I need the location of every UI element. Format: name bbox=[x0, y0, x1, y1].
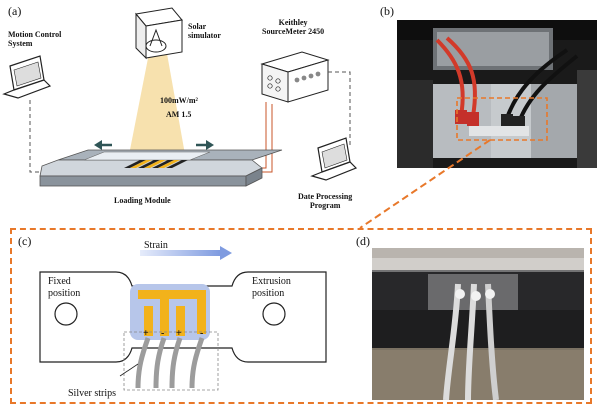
photo-loading-module bbox=[397, 20, 597, 168]
top-electrode bbox=[138, 290, 206, 299]
silver-strip-2 bbox=[153, 337, 167, 389]
detail-frame bbox=[10, 228, 592, 404]
loading-stage bbox=[39, 149, 283, 187]
laptop-icon-left bbox=[2, 55, 52, 99]
zoom-highlight-box bbox=[456, 97, 548, 141]
silver-strips-label: Silver strips bbox=[68, 388, 117, 399]
solar-simulator-icon bbox=[135, 7, 183, 60]
hole-left bbox=[54, 302, 78, 326]
extrusion-position-label: Extrusion position bbox=[252, 276, 291, 299]
light-beam bbox=[128, 48, 186, 160]
polarity-1: + bbox=[143, 328, 149, 339]
keithley-label: Keithley SourceMeter 2450 bbox=[262, 18, 325, 36]
device-schematic bbox=[39, 246, 327, 391]
polarity-2: - bbox=[161, 328, 165, 339]
sourcemeter-icon bbox=[260, 51, 330, 103]
fixed-position-label: Fixed position bbox=[48, 276, 81, 299]
loading-module-label: Loading Module bbox=[114, 196, 171, 205]
hole-right bbox=[262, 302, 286, 326]
strain-arrow-icon bbox=[140, 246, 232, 260]
panel-label-a: (a) bbox=[8, 4, 22, 18]
spectrum-label: AM 1.5 bbox=[166, 110, 192, 119]
silver-strip-4 bbox=[189, 337, 205, 389]
motion-control-label: Motion Control System bbox=[8, 30, 62, 48]
strain-label: Strain bbox=[144, 240, 168, 251]
panel-label-d: (d) bbox=[356, 234, 370, 248]
setup-schematic bbox=[2, 7, 358, 187]
solar-simulator-label: Solar simulator bbox=[188, 22, 221, 40]
stretch-arrow-right-icon bbox=[196, 140, 214, 150]
photo-device-closeup bbox=[372, 248, 584, 400]
stretch-arrow-left-icon bbox=[94, 140, 112, 150]
silver-strip-3 bbox=[169, 337, 183, 389]
irradiance-label: 100mW/m² bbox=[160, 96, 198, 105]
silver-strip-1 bbox=[135, 337, 151, 389]
polarity-4: - bbox=[200, 328, 204, 339]
polarity-3: + bbox=[176, 328, 182, 339]
data-processing-label: Date Processing Program bbox=[298, 192, 353, 210]
panel-label-b: (b) bbox=[380, 4, 394, 18]
panel-label-c: (c) bbox=[18, 234, 32, 248]
laptop-icon-right bbox=[310, 137, 358, 181]
